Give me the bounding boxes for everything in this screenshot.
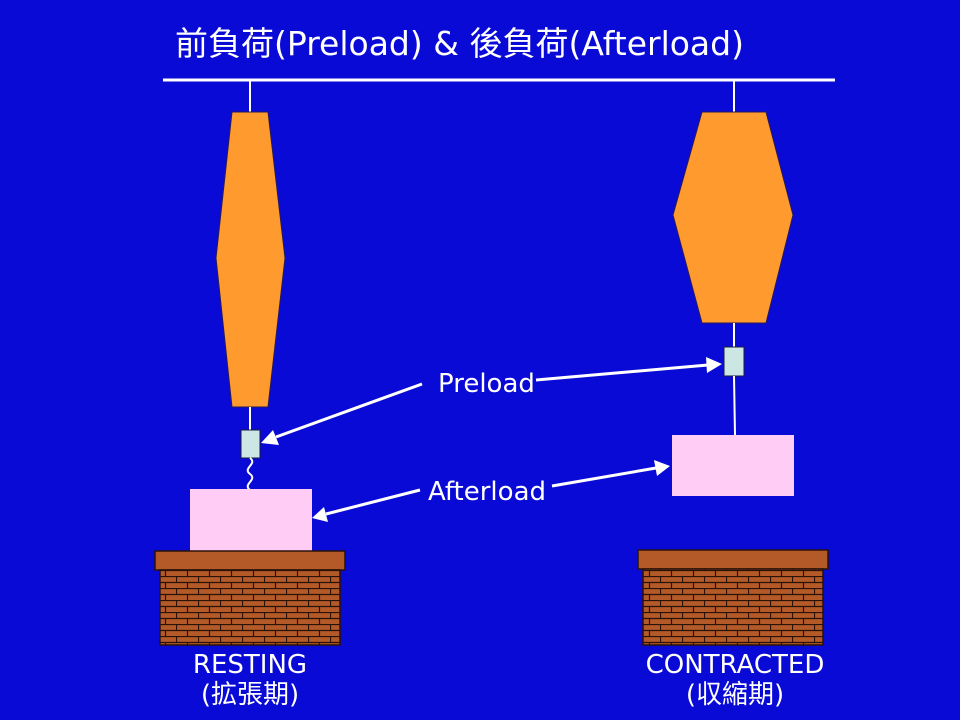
afterload-arrow-right bbox=[551, 460, 670, 488]
afterload-label: Afterload bbox=[428, 477, 547, 507]
contracted-spring-block bbox=[723, 346, 745, 377]
contracted-weight bbox=[672, 435, 794, 496]
preload-arrow-left bbox=[261, 382, 423, 445]
preload-arrow-right bbox=[535, 357, 722, 382]
contracted-brick-pedestal bbox=[642, 568, 824, 646]
resting-caption-line1: RESTING bbox=[192, 650, 308, 680]
resting-platform-cap bbox=[154, 550, 346, 571]
resting-muscle bbox=[215, 111, 286, 408]
preload-label: Preload bbox=[438, 369, 535, 399]
resting-caption-line2: (拡張期) bbox=[200, 680, 300, 710]
contracted-caption-line2: (収縮期) bbox=[685, 680, 785, 710]
slide-title: 前負荷(Preload) & 後負荷(Afterload) bbox=[175, 24, 744, 63]
contracted-caption-line1: CONTRACTED bbox=[645, 650, 825, 680]
contracted-lower-string bbox=[733, 375, 736, 436]
resting-spring-coil bbox=[246, 457, 254, 491]
contracted-platform-cap bbox=[637, 549, 829, 570]
contracted-caption: CONTRACTED (収縮期) bbox=[615, 650, 855, 710]
afterload-arrow-left bbox=[312, 488, 421, 522]
contracted-muscle bbox=[672, 111, 794, 324]
resting-caption: RESTING (拡張期) bbox=[130, 650, 370, 710]
resting-weight bbox=[190, 489, 312, 551]
resting-spring-block bbox=[240, 429, 261, 459]
resting-brick-pedestal bbox=[159, 569, 341, 646]
